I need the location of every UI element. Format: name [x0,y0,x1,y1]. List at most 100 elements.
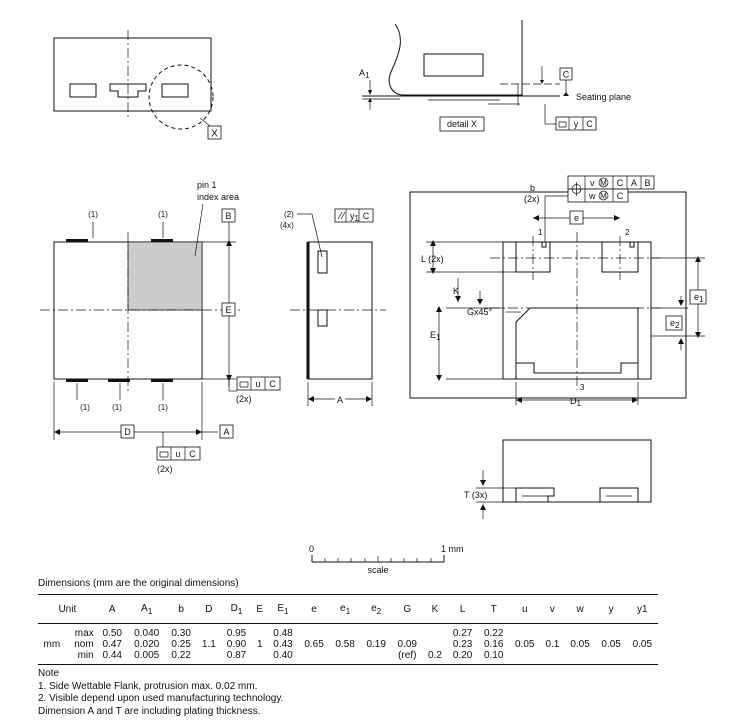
dimensions-cell: 0.19 [366,639,386,650]
dim-e1-label: E1 [430,330,441,342]
dimensions-col-header: u [509,594,541,624]
dimensions-cell [596,624,627,640]
top-view: pin 1 index area (1) (1) (1) (1) (1) B E… [40,180,281,474]
dimensions-col-header: v [540,594,565,624]
dimensions-cell: 0.47 [102,639,122,650]
dimensions-col-header: K [422,594,448,624]
note-ref-bottom-3: (1) [158,403,168,412]
dimensions-cell: 0.27 [452,628,473,639]
dimensions-cell [423,624,447,640]
dimensions-col-header: A1 [127,594,166,624]
dimensions-cell: 0.005 [127,650,166,665]
dim-e1-pitch: e1 [694,292,704,304]
scale-one-mm: 1 mm [441,544,464,554]
note-ref-top-2: (1) [158,210,168,219]
mmc-symbol-v: M [600,179,607,188]
tol-u2: u [175,449,180,459]
dimensions-cell: 0.48 [273,628,293,639]
tol-v-datum-c: C [617,178,624,188]
tol-u: u [255,379,260,389]
tol-u2-datum: C [189,449,196,459]
dimensions-unit-cell [38,650,66,665]
dimensions-cell [252,650,268,665]
dimensions-cell: 0.30 [171,628,191,639]
dimensions-col-header: D [196,594,221,624]
dimensions-cell [361,624,392,640]
dimensions-col-header: e [298,594,330,624]
dimensions-cell [627,624,658,640]
dimensions-cell [392,624,423,640]
dimensions-unit-cell: mm [43,639,61,650]
tol-w: w [588,191,596,201]
dimensions-col-header: y1 [626,594,658,624]
dimensions-cell: 1 [256,639,263,650]
dimensions-cell [299,624,330,640]
dim-d1-label: D1 [570,396,582,408]
dimensions-cell: 0.87 [220,650,253,665]
note-item: 2. Visible depend upon used manufacturin… [38,693,284,704]
scale-label: scale [367,565,388,575]
dimensions-cell [252,624,267,640]
notes-block: Note 1. Side Wettable Flank, protrusion … [38,668,283,718]
dimensions-cell [197,624,221,640]
tol-y: y [574,119,579,129]
dimensions-cell [540,624,564,640]
dimensions-cell [564,650,596,665]
dim-e-label: E [225,305,231,315]
dimensions-cell: 0.20 [447,650,479,665]
dimensions-cell: 0.16 [483,639,504,650]
dimensions-cell [565,624,596,640]
dimensions-col-header: y [595,594,627,624]
dimensions-col-header: T [478,594,510,624]
dimensions-col-header: e1 [329,594,361,624]
tol-y-datum: C [586,119,593,129]
dimensions-row-label: nom [74,639,94,650]
dimensions-cell [330,624,361,640]
scale-bar: 0 1 mm scale [309,544,464,575]
note-item: Dimension A and T are including plating … [38,705,261,717]
note-ref-2-count: (4x) [280,221,294,230]
dim-g-label: Gx45° [467,307,493,317]
dim-b-count: (2x) [524,194,540,204]
bottom-view: 1 2 3 b (2x) v M C A B w M C e [409,175,707,408]
side-view-detail-source: X [53,30,222,140]
a1-label: A1 [359,68,370,80]
note-item: 1. Side Wettable Flank, protrusion max. … [38,680,258,692]
dim-e-pitch: e [574,213,579,223]
dimensions-cell [329,650,361,665]
note-ref-bottom-1: (1) [80,403,90,412]
pin-3-label: 3 [580,383,585,392]
dimensions-col-header: G [391,594,423,624]
side-view: (2) (4x) y1 C A [280,208,386,406]
tol-u-datum: C [269,379,276,389]
dimensions-col-header: e2 [360,594,392,624]
dim-a-label: A [337,395,343,405]
mmc-symbol-w: M [600,192,607,201]
dimensions-cell: 0.020 [134,639,160,650]
pin-1-label: 1 [538,228,543,237]
dimensions-cell: 0.10 [478,650,510,665]
dimensions-cell: 0.05 [570,639,590,650]
dimensions-cell: 0.40 [267,650,299,665]
dim-b-label: b [530,183,535,193]
detail-x-label: detail X [447,119,477,129]
dimensions-cell: 0.65 [304,639,324,650]
scale-zero: 0 [309,544,314,554]
terminal-section-view: T (3x) [464,439,652,519]
tol-u2-count: (2x) [157,464,173,474]
dimensions-row-label: min [65,650,97,665]
dim-d-label: D [124,427,131,437]
dimensions-cell [626,650,658,665]
dimensions-cell: 0.43 [273,639,293,650]
dimensions-cell: 0.05 [515,639,535,650]
dimensions-cell [509,624,540,640]
datum-c-box: C [563,70,570,80]
tol-y1-datum: C [363,211,370,221]
dimensions-cell [360,650,392,665]
